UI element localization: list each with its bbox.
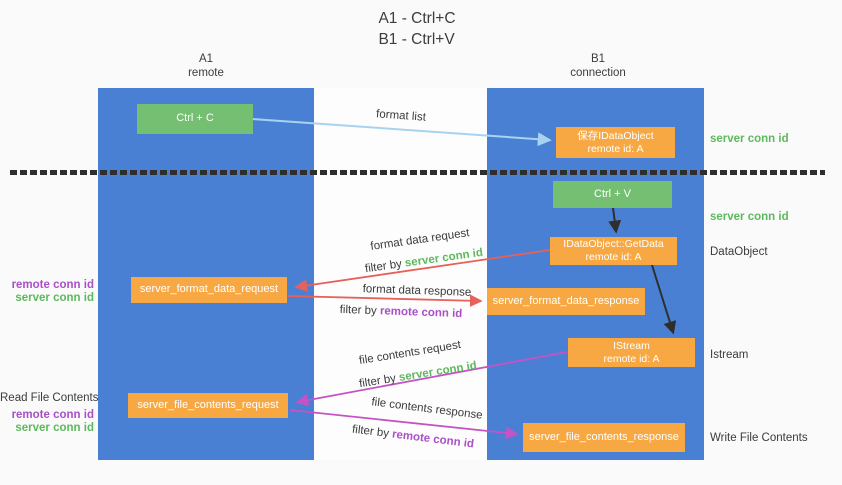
write-file-contents-annotation: Write File Contents <box>710 432 808 444</box>
istream-box: IStream remote id: A <box>568 338 695 367</box>
ctrl-v-label: Ctrl + V <box>594 187 631 200</box>
conn-id-annotation-file: remote conn id server conn id <box>0 409 94 435</box>
read-file-contents-annotation: Read File Contents <box>0 392 99 404</box>
getdata-line2: remote id: A <box>585 251 642 263</box>
ctrl-c-box: Ctrl + C <box>137 104 253 134</box>
idataobject-getdata-box: IDataObject::GetData remote id: A <box>550 237 677 265</box>
title-line-1: A1 - Ctrl+C <box>378 10 456 27</box>
getdata-line1: IDataObject::GetData <box>563 238 664 251</box>
title-line-2: B1 - Ctrl+V <box>378 31 455 48</box>
save-idataobject-line1: 保存IDataObject <box>577 129 654 142</box>
server-conn-id-annotation: server conn id <box>15 422 94 434</box>
column-a-id: A1 <box>198 53 214 65</box>
remote-conn-id-annotation: remote conn id <box>11 409 94 421</box>
istream-line1: IStream <box>613 339 650 352</box>
ctrl-v-box: Ctrl + V <box>553 181 672 208</box>
istream-annotation: Istream <box>710 349 749 361</box>
server-format-data-response-box: server_format_data_response <box>487 288 645 315</box>
column-b-id: B1 <box>590 53 606 65</box>
server-format-data-request-box: server_format_data_request <box>131 277 287 303</box>
remote-conn-id-annotation: remote conn id <box>11 279 94 291</box>
server-format-data-response-label: server_format_data_response <box>492 294 640 307</box>
server-conn-id-annotation-2: server conn id <box>710 211 789 223</box>
diagram-title: A1 - Ctrl+C B1 - Ctrl+V <box>378 8 455 50</box>
server-conn-id-annotation-1: server conn id <box>710 133 789 145</box>
save-idataobject-box: 保存IDataObject remote id: A <box>556 127 675 158</box>
server-conn-id-annotation: server conn id <box>15 292 94 304</box>
server-file-contents-request-box: server_file_contents_request <box>128 393 288 418</box>
istream-line2: remote id: A <box>603 352 660 365</box>
server-file-contents-response-box: server_file_contents_response <box>523 423 685 452</box>
dotted-separator-line <box>10 170 825 175</box>
conn-id-annotation-format: remote conn id server conn id <box>0 279 94 305</box>
server-file-contents-response-label: server_file_contents_response <box>529 430 679 443</box>
server-file-contents-request-label: server_file_contents_request <box>137 398 279 411</box>
save-idataobject-line2: remote id: A <box>587 142 644 155</box>
column-a-header: A1 remote <box>188 52 224 80</box>
column-b-subtitle: connection <box>570 67 626 79</box>
server-format-data-request-label: server_format_data_request <box>139 283 279 296</box>
column-b-header: B1 connection <box>570 52 626 80</box>
ctrl-c-label: Ctrl + C <box>176 112 214 125</box>
dataobject-annotation: DataObject <box>710 246 768 258</box>
column-a-subtitle: remote <box>188 67 224 79</box>
filter-by-text: filter by <box>339 303 381 318</box>
